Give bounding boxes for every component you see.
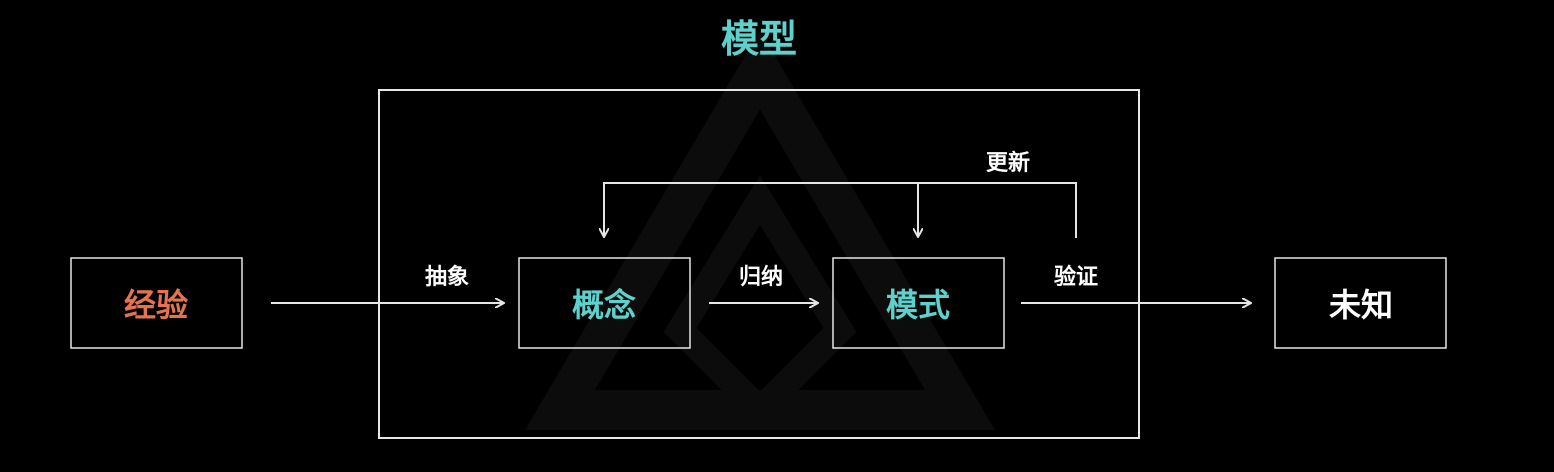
- edge-update-label: 更新: [986, 150, 1030, 176]
- watermark-logo: [525, 30, 995, 430]
- edge-verify-label: 验证: [1054, 264, 1098, 290]
- node-unknown: 未知: [1274, 257, 1447, 349]
- node-experience: 经验: [70, 257, 243, 349]
- node-concept: 概念: [518, 257, 691, 349]
- update-feedback-loop: [604, 182, 1077, 238]
- node-unknown-label: 未知: [1329, 286, 1393, 324]
- node-pattern: 模式: [832, 257, 1005, 349]
- node-pattern-label: 模式: [886, 286, 950, 324]
- node-experience-label: 经验: [124, 286, 188, 324]
- model-title: 模型: [721, 17, 797, 61]
- edge-abstract-label: 抽象: [425, 264, 469, 290]
- node-concept-label: 概念: [572, 286, 636, 324]
- model-container: [378, 89, 1140, 439]
- edge-induce-label: 归纳: [739, 264, 783, 290]
